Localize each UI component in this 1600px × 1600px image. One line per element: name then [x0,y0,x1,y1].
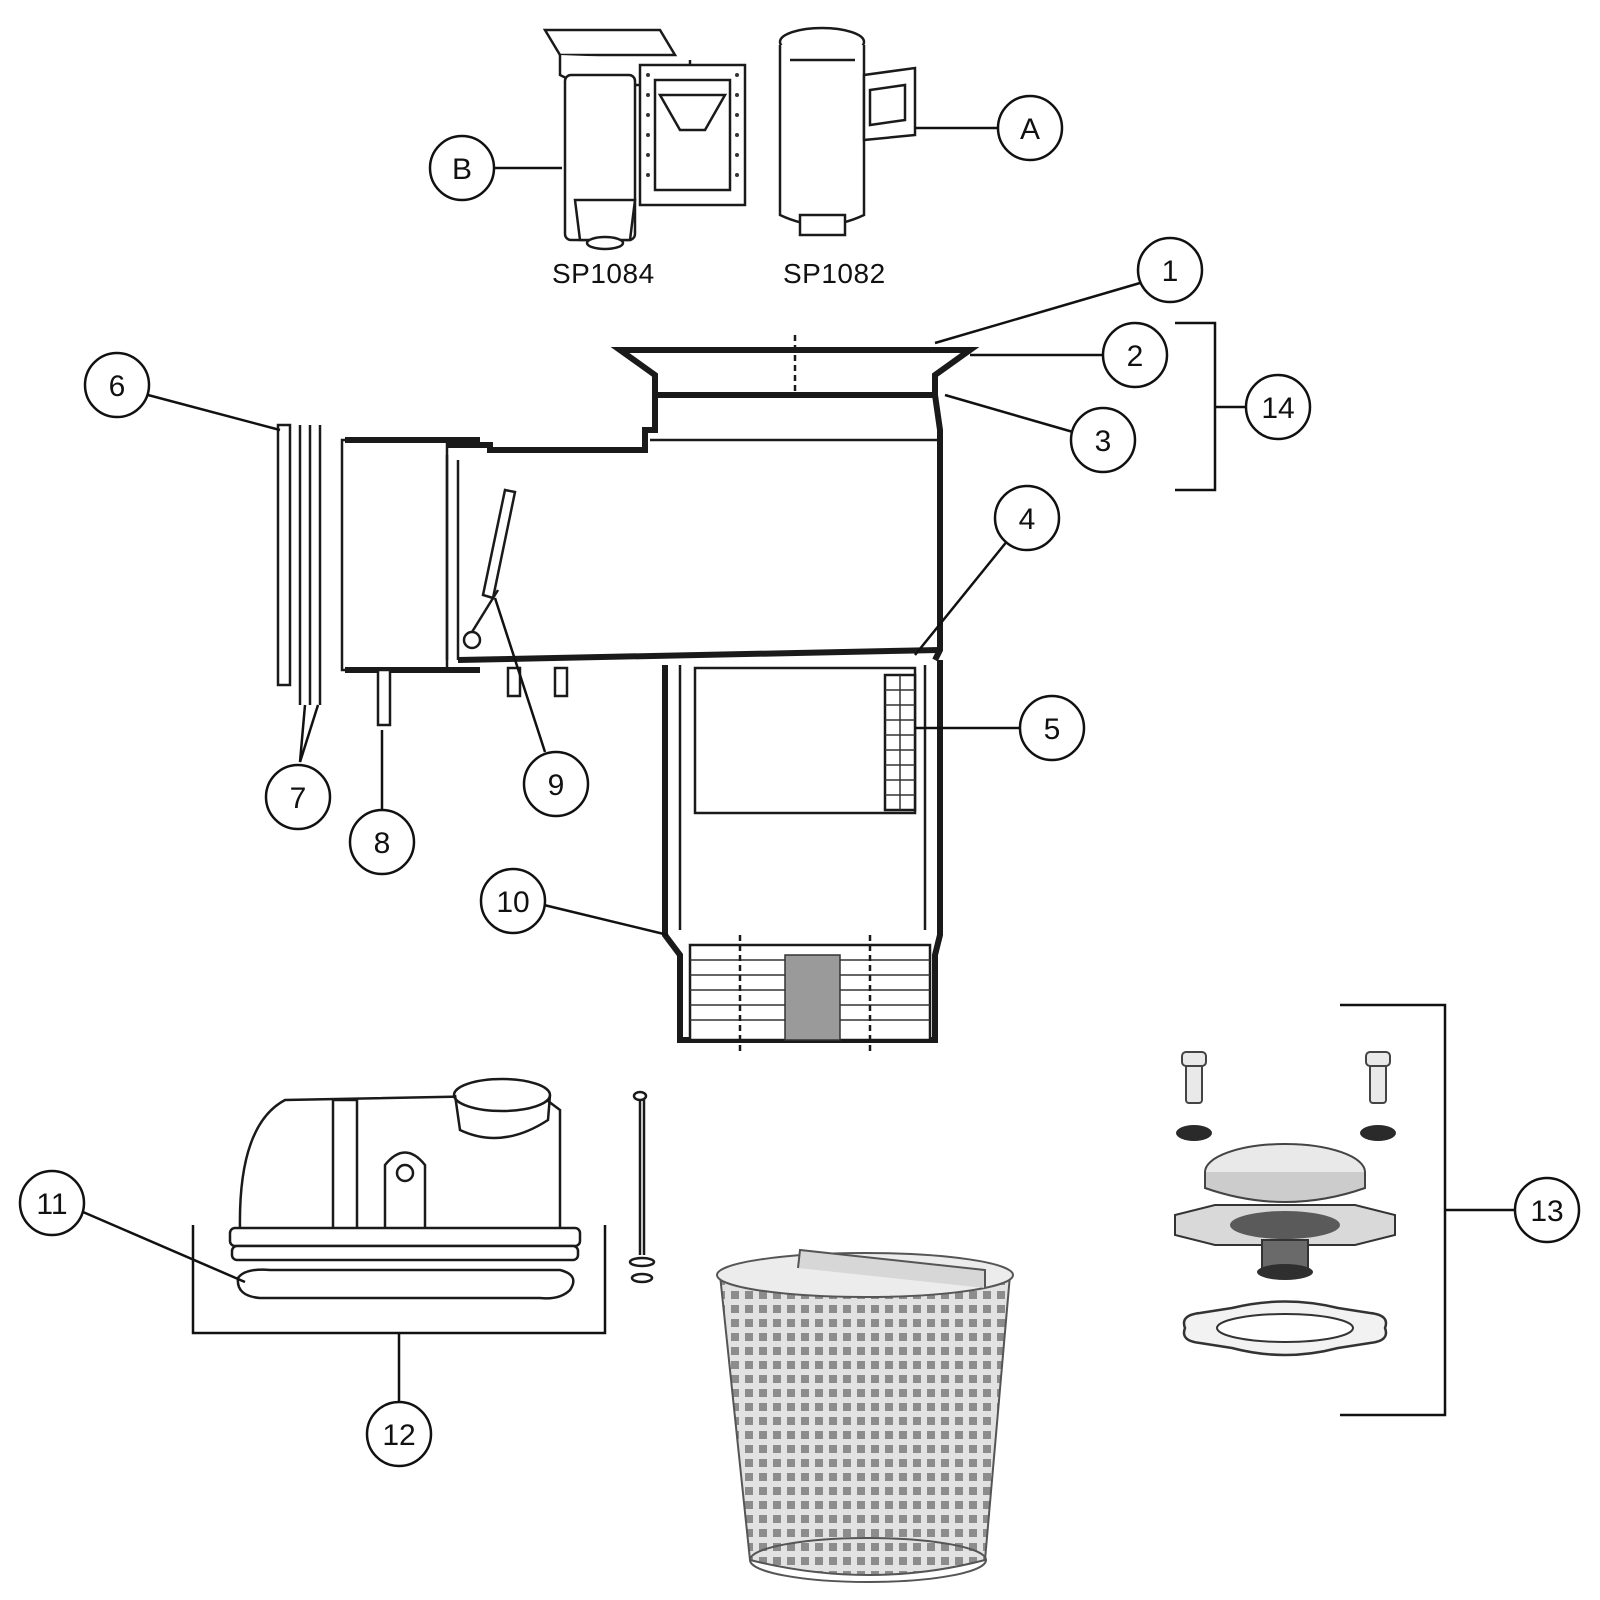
callout-13: 13 [1530,1195,1563,1228]
callout-14-circle [1244,373,1312,441]
callout-10-circle [479,867,547,935]
callout-3: 3 [1095,425,1112,458]
callout-8: 8 [374,827,391,860]
model-label-sp1084: SP1084 [552,258,655,289]
callout-9-circle [522,750,590,818]
leader-3 [944,393,1074,434]
callout-6-circle [83,351,151,419]
callout-14: 14 [1261,392,1294,425]
callout-11-circle [18,1169,86,1237]
callout-6: 6 [109,370,126,403]
callout-b: B [452,153,472,186]
equalizer-assembly-illustration [1174,1051,1396,1357]
leader-6 [147,393,281,432]
skimmer-sp1082-illustration [778,26,917,237]
callout-5: 5 [1044,713,1061,746]
callout-12: 12 [382,1419,415,1452]
callout-3-circle [1069,406,1137,474]
callout-4-circle [993,484,1061,552]
leader-10 [543,903,669,937]
skimmer-basket-illustration [716,1248,1014,1583]
callout-a-circle [996,94,1064,162]
callout-5-circle [1018,694,1086,762]
leader-7a [298,704,307,763]
model-label-sp1082: SP1082 [783,258,886,289]
callout-8-circle [348,808,416,876]
skimmer-body-cross-section [340,335,980,1055]
leader-7b [298,704,320,763]
leader-1 [934,281,1141,345]
callout-4: 4 [1019,503,1036,536]
skimmer-sp1084-illustration [542,28,747,251]
leader-4 [914,539,1009,656]
leader-9 [493,597,547,753]
long-bolt-illustration [628,1090,656,1284]
callout-a: A [1020,113,1040,146]
callout-2: 2 [1127,340,1144,373]
callout-9: 9 [548,769,565,802]
callout-12-circle [365,1400,433,1468]
callout-10: 10 [496,886,529,919]
callout-7: 7 [290,782,307,815]
callout-2-circle [1101,321,1169,389]
callout-1-circle [1136,236,1204,304]
callout-b-circle [428,134,496,202]
leader-11 [82,1210,246,1284]
bracket-14 [1175,321,1217,492]
callout-7-circle [264,763,332,831]
callout-13-circle [1513,1176,1581,1244]
callout-11: 11 [36,1188,67,1221]
lid-assembly-illustration [228,1077,582,1300]
faceplate-and-gaskets [276,423,322,705]
callout-1: 1 [1162,255,1179,288]
